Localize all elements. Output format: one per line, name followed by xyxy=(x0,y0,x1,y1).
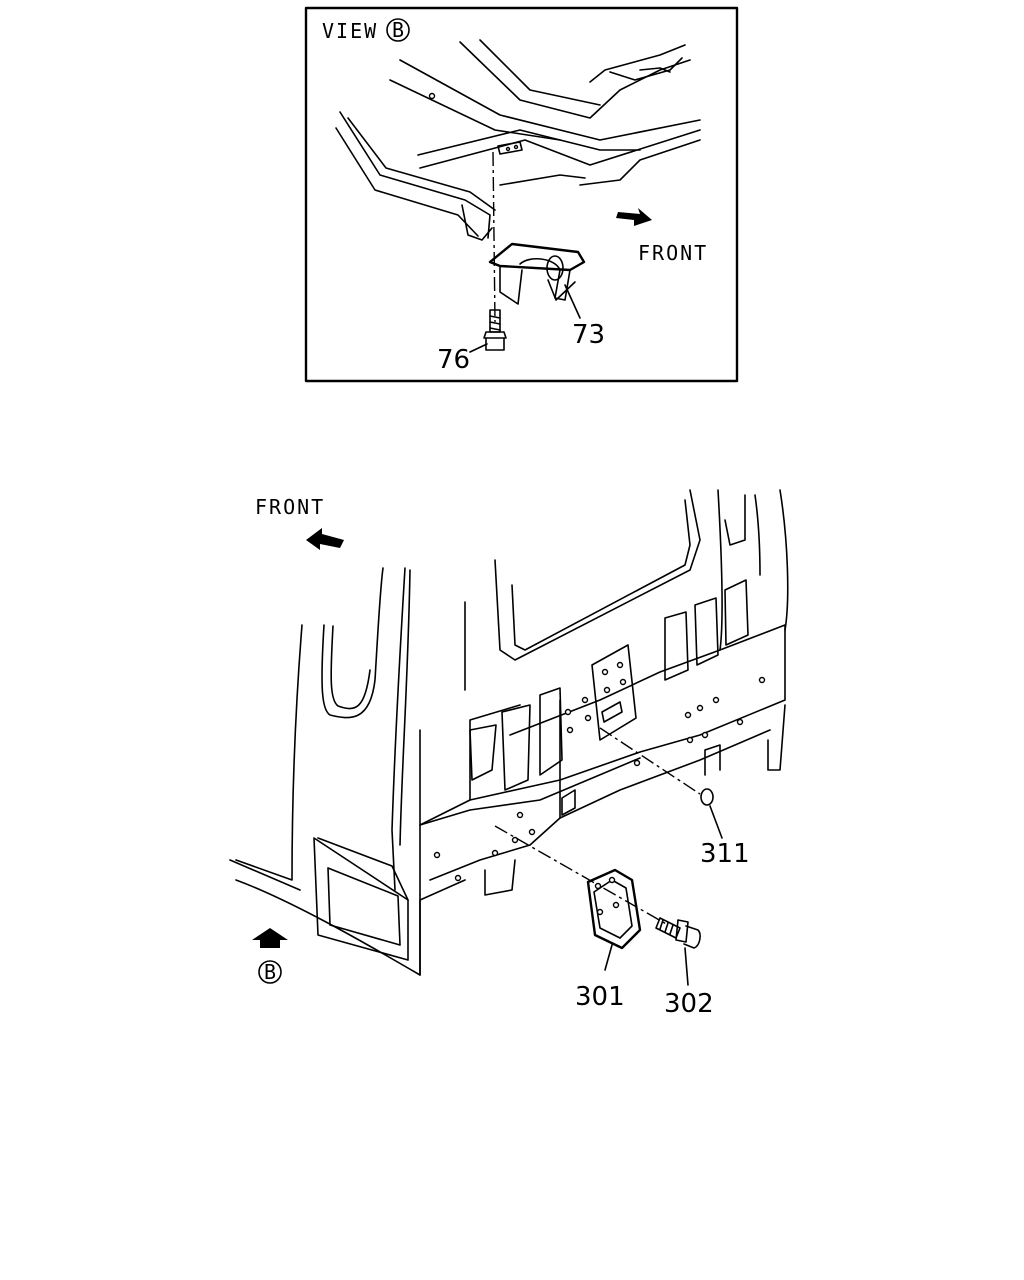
inset-front-arrow-icon xyxy=(616,208,652,226)
main-centerline-311 xyxy=(599,727,701,795)
view-b-marker-letter: B xyxy=(264,960,276,984)
inset-frame-rail xyxy=(339,111,491,239)
main-leader-311 xyxy=(709,805,723,839)
inset-mount-pad xyxy=(497,141,523,155)
view-b-marker-circle xyxy=(258,960,282,984)
main-leader-302 xyxy=(684,947,689,986)
inset-leader-73 xyxy=(564,284,581,319)
main-front-arrow-icon xyxy=(306,528,344,550)
main-leader-301 xyxy=(604,944,613,971)
inset-leader-76 xyxy=(469,343,488,353)
main-label-302: 302 xyxy=(664,989,714,1019)
cab-body xyxy=(229,489,789,976)
inset-bracket-73 xyxy=(488,242,586,305)
main-front-label: FRONT xyxy=(255,495,325,519)
inset-label-76: 76 xyxy=(437,345,470,375)
main-plate-301 xyxy=(586,868,642,950)
inset-label-73: 73 xyxy=(572,320,605,350)
inset-view-letter: B xyxy=(392,18,404,42)
view-b-arrow-icon xyxy=(252,928,288,948)
inset-centerline xyxy=(492,151,496,323)
inset-front-label: FRONT xyxy=(638,241,708,265)
main-label-301: 301 xyxy=(575,982,625,1012)
inset-frame xyxy=(304,6,739,383)
main-view: FRONT xyxy=(229,489,789,1019)
main-bolt-302 xyxy=(655,917,701,949)
inset-view-circle xyxy=(386,18,410,42)
inset-view-label: VIEW xyxy=(322,19,378,43)
main-ring-311 xyxy=(700,788,714,806)
main-centerline-302 xyxy=(494,825,669,926)
main-label-311: 311 xyxy=(700,839,750,869)
inset-view-b: VIEW B 73 xyxy=(304,6,739,383)
